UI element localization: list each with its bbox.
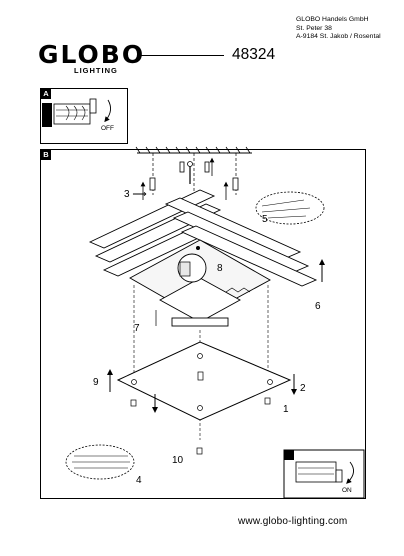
callout-step-5: 5	[262, 214, 268, 226]
callout-step-1: 1	[283, 404, 289, 416]
plate-screws	[130, 310, 271, 455]
switch-on-label: ON	[342, 487, 352, 494]
step-number: 7	[134, 323, 140, 334]
callout-step-10: 10	[172, 455, 183, 467]
panel-b: B	[40, 149, 366, 499]
ceiling-anchors	[140, 157, 239, 200]
callout-step-6: 6	[315, 301, 321, 313]
header-rule	[138, 55, 224, 56]
wiring-detail	[65, 444, 135, 480]
callout-step-3: 3 ⟶	[124, 189, 147, 200]
step-number: 1	[283, 404, 289, 415]
brand-sub: LIGHTING	[74, 66, 118, 75]
switch-on-illustration	[283, 449, 365, 499]
callout-step-8: 8	[217, 263, 223, 275]
model-number: 48324	[232, 46, 276, 63]
step-number: 5	[262, 214, 268, 225]
brand-logo: GLOBO	[38, 40, 146, 69]
glass-plate	[116, 341, 292, 421]
company-address: GLOBO Handels GmbH St. Peter 38 A-9184 S…	[296, 16, 381, 42]
step-number: 2	[300, 383, 306, 394]
panel-a-label: A	[41, 89, 51, 99]
detail-callout-5	[255, 191, 325, 225]
bulb-socket	[177, 246, 251, 293]
step-number: 8	[217, 263, 223, 274]
step-number: 4	[136, 475, 142, 486]
step-number: 3	[124, 189, 130, 200]
step-number: 9	[93, 377, 99, 388]
switch-off-label: OFF	[101, 125, 114, 132]
address-line: A-9184 St. Jakob / Rosental	[296, 33, 381, 40]
address-line: GLOBO Handels GmbH	[296, 16, 369, 23]
callout-step-4: 4	[136, 475, 142, 487]
ceiling	[135, 146, 252, 200]
direction-arrows	[107, 259, 325, 413]
callout-step-9: 9	[93, 377, 99, 389]
address-line: St. Peter 38	[296, 24, 332, 32]
panel-a: A	[40, 88, 128, 144]
panel-b-label: B	[41, 150, 51, 160]
callout-step-2: 2	[300, 383, 306, 395]
step-number: 6	[315, 301, 321, 312]
switch-off-illustration	[42, 98, 111, 127]
website-url: www.globo-lighting.com	[238, 516, 348, 527]
callout-step-7: 7	[134, 323, 140, 335]
step-number: 10	[172, 455, 184, 466]
